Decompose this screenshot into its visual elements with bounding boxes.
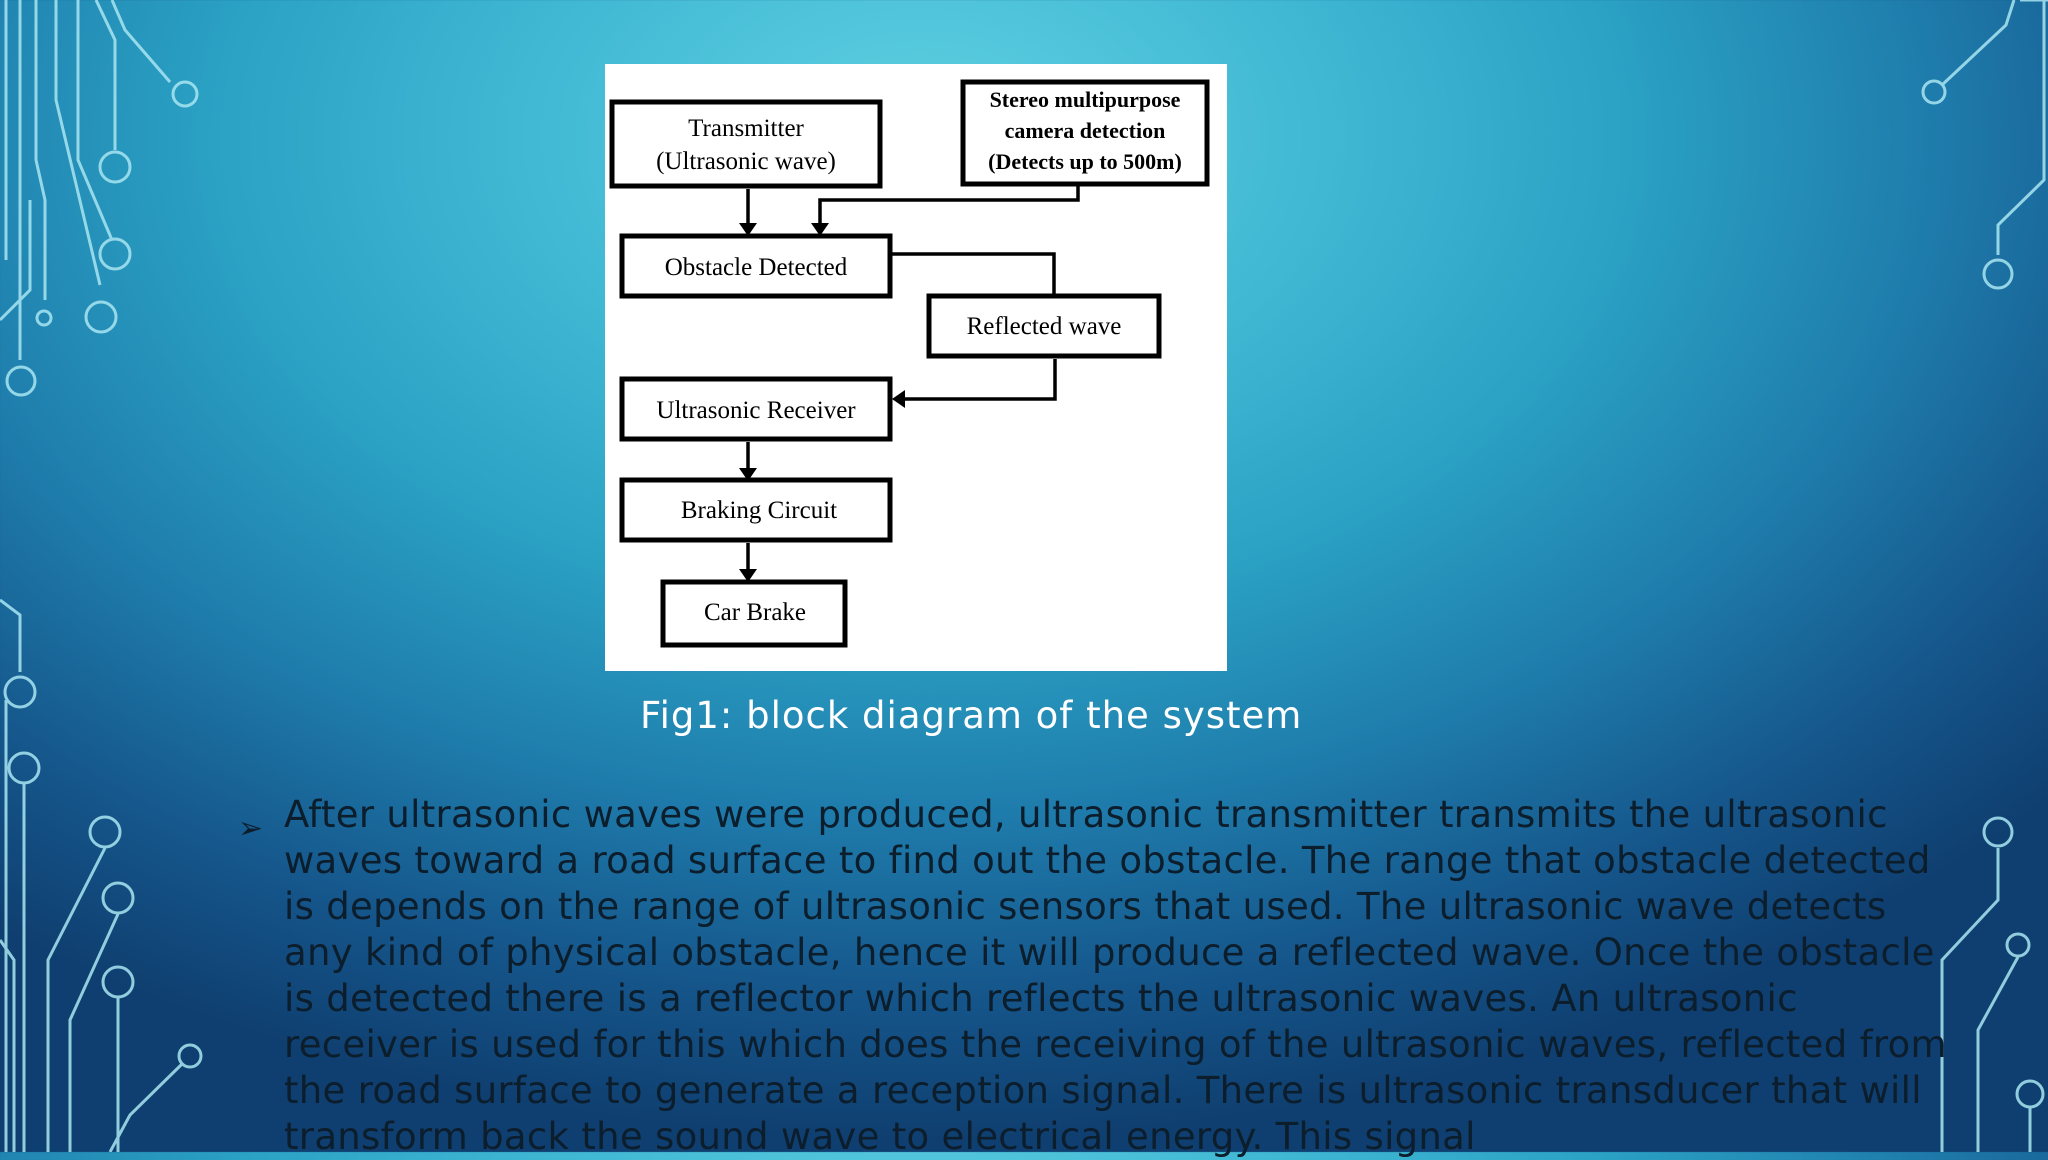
body-bullet: ➢ After ultrasonic waves were produced, …: [238, 792, 1958, 1160]
figure-caption: Fig1: block diagram of the system: [640, 694, 1303, 737]
arrowhead-icon: [811, 223, 829, 236]
box-transmitter: Transmitter (Ultrasonic wave): [609, 99, 883, 189]
box-braking-circuit: Braking Circuit: [619, 477, 893, 543]
box-camera-line3: (Detects up to 500m): [988, 149, 1182, 174]
arrowhead-bullet-icon: ➢: [238, 811, 264, 846]
block-diagram-figure: Transmitter (Ultrasonic wave) Stereo mul…: [605, 64, 1227, 671]
block-diagram: Transmitter (Ultrasonic wave) Stereo mul…: [609, 79, 1210, 648]
body-paragraph: After ultrasonic waves were produced, ul…: [284, 793, 1947, 1158]
box-obstacle-detected: Obstacle Detected: [619, 233, 893, 299]
box-car-brake-label: Car Brake: [704, 599, 806, 626]
connector-reflected-to-receiver: [901, 359, 1057, 401]
box-reflected-label: Reflected wave: [967, 313, 1122, 340]
arrowhead-icon: [739, 223, 757, 236]
connector-obstacle-to-reflected: [892, 252, 1056, 296]
arrowhead-icon: [739, 468, 757, 481]
circuit-decoration-right: [1921, 0, 2048, 1152]
arrowhead-icon: [892, 390, 905, 408]
box-obstacle-label: Obstacle Detected: [665, 254, 848, 281]
box-transmitter-line1: Transmitter: [688, 115, 804, 142]
box-ultrasonic-receiver: Ultrasonic Receiver: [619, 376, 893, 442]
connector-camera-to-obstacle: [818, 186, 1080, 227]
circuit-decoration-left: [0, 0, 203, 1152]
box-braking-label: Braking Circuit: [681, 497, 837, 524]
diagram-connectors: [739, 186, 1080, 582]
box-reflected-wave: Reflected wave: [926, 293, 1162, 359]
box-car-brake: Car Brake: [660, 579, 848, 648]
box-transmitter-line2: (Ultrasonic wave): [656, 148, 836, 175]
box-receiver-label: Ultrasonic Receiver: [656, 397, 856, 424]
arrowhead-icon: [739, 569, 757, 582]
box-camera-line2: camera detection: [1005, 118, 1166, 143]
box-camera: Stereo multipurpose camera detection (De…: [960, 79, 1210, 187]
box-camera-line1: Stereo multipurpose: [990, 87, 1181, 112]
